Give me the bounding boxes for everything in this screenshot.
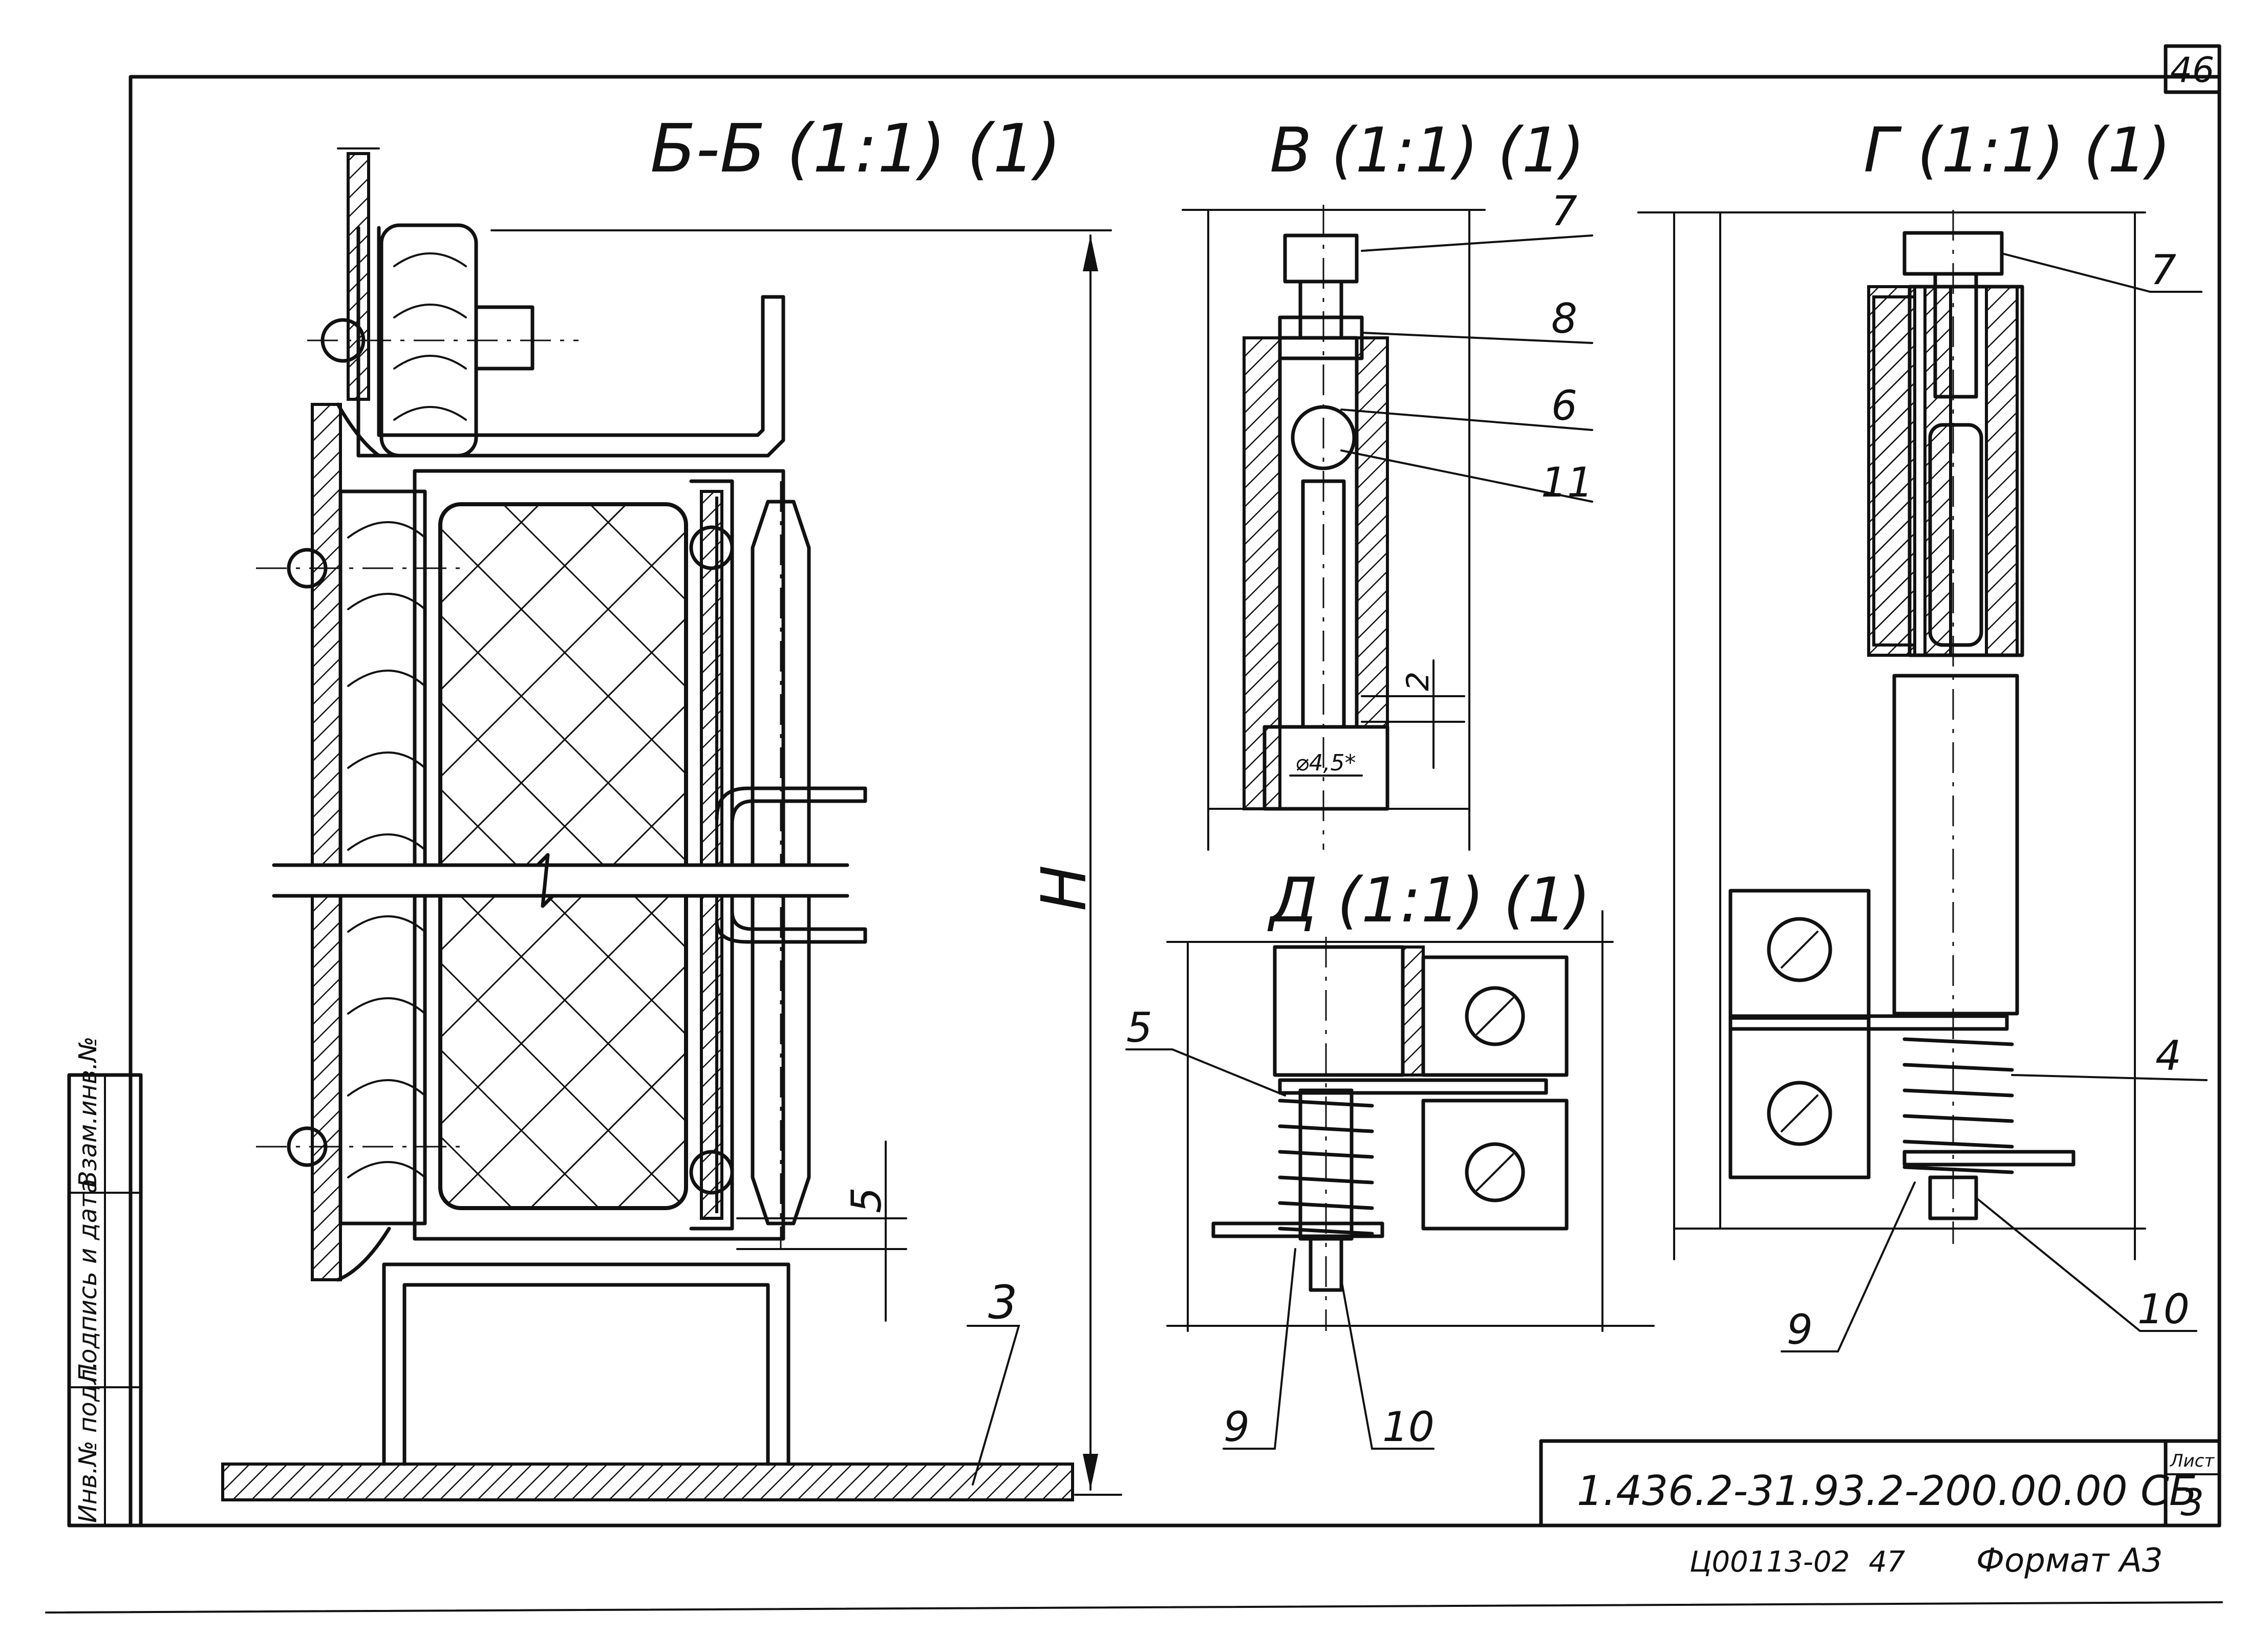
callout-7-g: 7	[2150, 246, 2176, 294]
callout-10-d: 10	[1382, 1403, 1435, 1451]
title-view-v: В (1:1) (1)	[1270, 115, 1585, 186]
left-plate	[311, 403, 342, 1281]
callout-4: 4	[2155, 1032, 2181, 1080]
upper-channel	[356, 226, 785, 458]
title-section-bb: Б-Б (1:1) (1)	[650, 110, 1061, 187]
bolt	[474, 305, 534, 371]
callout-9-d: 9	[1224, 1403, 1250, 1451]
d-bracket-top	[1421, 955, 1569, 1077]
title-view-d: Д (1:1) (1)	[1267, 865, 1591, 936]
callout-10-g: 10	[2137, 1285, 2190, 1333]
title-view-g: Г (1:1) (1)	[1864, 115, 2171, 186]
lower-channel	[382, 1262, 790, 1466]
dim-gap-2: 2	[1400, 672, 1436, 691]
sheet-label: Лист	[2169, 1451, 2215, 1471]
title-block	[1539, 1439, 2221, 1528]
callout-6: 6	[1551, 382, 1577, 429]
v-left-wall	[1243, 336, 1281, 810]
callout-7-v: 7	[1551, 187, 1577, 235]
base-plate	[221, 1463, 1074, 1501]
sheet-number: 3	[2180, 1481, 2204, 1524]
g-sleeve	[1892, 674, 2019, 1016]
stamp-inv-no: Инв.№ подл.	[74, 1361, 102, 1523]
dim-height-H: H	[1029, 865, 1100, 911]
v-nut-7	[1283, 233, 1359, 284]
right-profile	[700, 490, 723, 1220]
pin	[751, 500, 811, 1226]
side-stamp	[67, 1073, 143, 1528]
insulation-block	[438, 502, 688, 1210]
dim-diameter: ⌀4,5*	[1295, 750, 1356, 776]
footer-code: Ц00113-02	[1689, 1545, 1850, 1579]
view-v	[1182, 205, 1593, 851]
callout-8: 8	[1551, 295, 1577, 342]
v-washer-8	[1278, 315, 1364, 360]
view-d	[1125, 910, 1655, 1450]
stamp-replaces: Взам.инв.№	[74, 1037, 102, 1188]
callout-3: 3	[988, 1276, 1017, 1329]
inner-frame	[413, 469, 785, 1241]
top-sheet-number-box	[2164, 44, 2221, 94]
d-bracket-bottom	[1421, 1099, 1569, 1231]
callout-9-g: 9	[1787, 1306, 1813, 1353]
vertical-plate	[347, 152, 370, 401]
g-bracket	[1728, 889, 1871, 1179]
stamp-sign-date: Подпись и дата	[74, 1178, 102, 1382]
footer-page: 47	[1869, 1545, 1906, 1579]
callout-11: 11	[1541, 459, 1593, 506]
top-sheet-number: 46	[2170, 50, 2215, 91]
callout-5: 5	[1126, 1004, 1152, 1051]
v-right-wall	[1355, 336, 1389, 728]
view-g	[1637, 210, 2208, 1352]
section-bb	[221, 147, 1122, 1501]
d-nut-10	[1309, 1237, 1343, 1292]
g-spring-4	[1902, 1037, 2014, 1174]
footer-format: Формат А3	[1976, 1542, 2163, 1580]
title-designation: 1.436.2-31.93.2-200.00.00 СБ	[1577, 1467, 2197, 1515]
rubber-profile	[338, 489, 427, 1226]
sheet-frame	[45, 44, 2223, 1614]
dim-gap-5: 5	[843, 1187, 890, 1213]
d-housing	[1273, 945, 1405, 1077]
